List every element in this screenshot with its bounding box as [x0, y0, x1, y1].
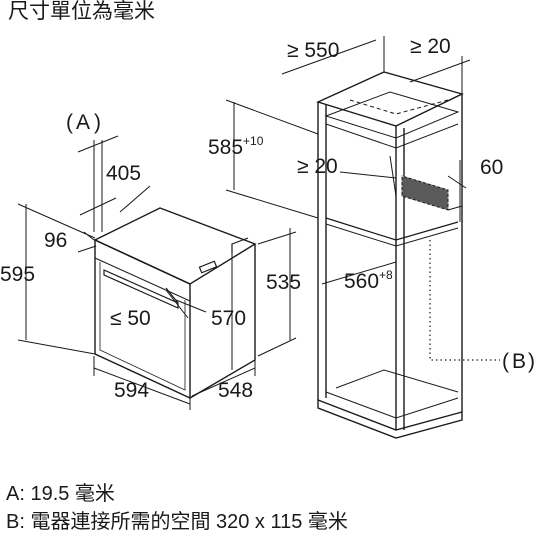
- b-marker: B: [512, 350, 526, 373]
- label-niche-height: 585+10: [208, 134, 264, 159]
- b-paren-open: (: [502, 350, 509, 373]
- oven-dimension-lines: [17, 135, 297, 410]
- caption-a: A: 19.5 毫米: [6, 482, 115, 505]
- label-oven-width: 594: [114, 379, 149, 402]
- cabinet-dimension-lines: [225, 36, 471, 285]
- caption-b: B: 電器連接所需的空間 320 x 115 毫米: [6, 510, 348, 533]
- paren-open: (: [66, 111, 73, 134]
- label-inner-height: 535: [266, 271, 301, 294]
- b-leader: [429, 240, 500, 361]
- label-oven-body-height: 570: [211, 307, 246, 330]
- a-marker: A: [76, 111, 90, 134]
- label-niche-width: 560+8: [344, 268, 393, 293]
- label-handle-clearance: ≤ 50: [110, 307, 151, 330]
- label-niche-height-tol: +10: [243, 134, 264, 148]
- cabinet-drawing: [316, 71, 464, 439]
- b-paren-close: ): [528, 350, 535, 373]
- paren-close: ): [94, 111, 101, 134]
- label-front-frame: 96: [44, 229, 67, 252]
- vent-opening: [401, 175, 449, 211]
- label-cabinet-depth: ≥ 550: [287, 39, 339, 62]
- label-oven-depth-total: 548: [218, 379, 253, 402]
- oven-drawing: [93, 207, 257, 400]
- label-oven-height: 595: [0, 263, 35, 286]
- label-niche-width-tol: +8: [379, 268, 393, 282]
- label-rear-gap: ≥ 20: [297, 155, 338, 178]
- units-note: 尺寸單位為毫米: [8, 0, 155, 23]
- label-oven-depth: 405: [106, 162, 141, 185]
- label-vent-height: 60: [480, 156, 503, 179]
- label-side-gap: ≥ 20: [410, 35, 451, 58]
